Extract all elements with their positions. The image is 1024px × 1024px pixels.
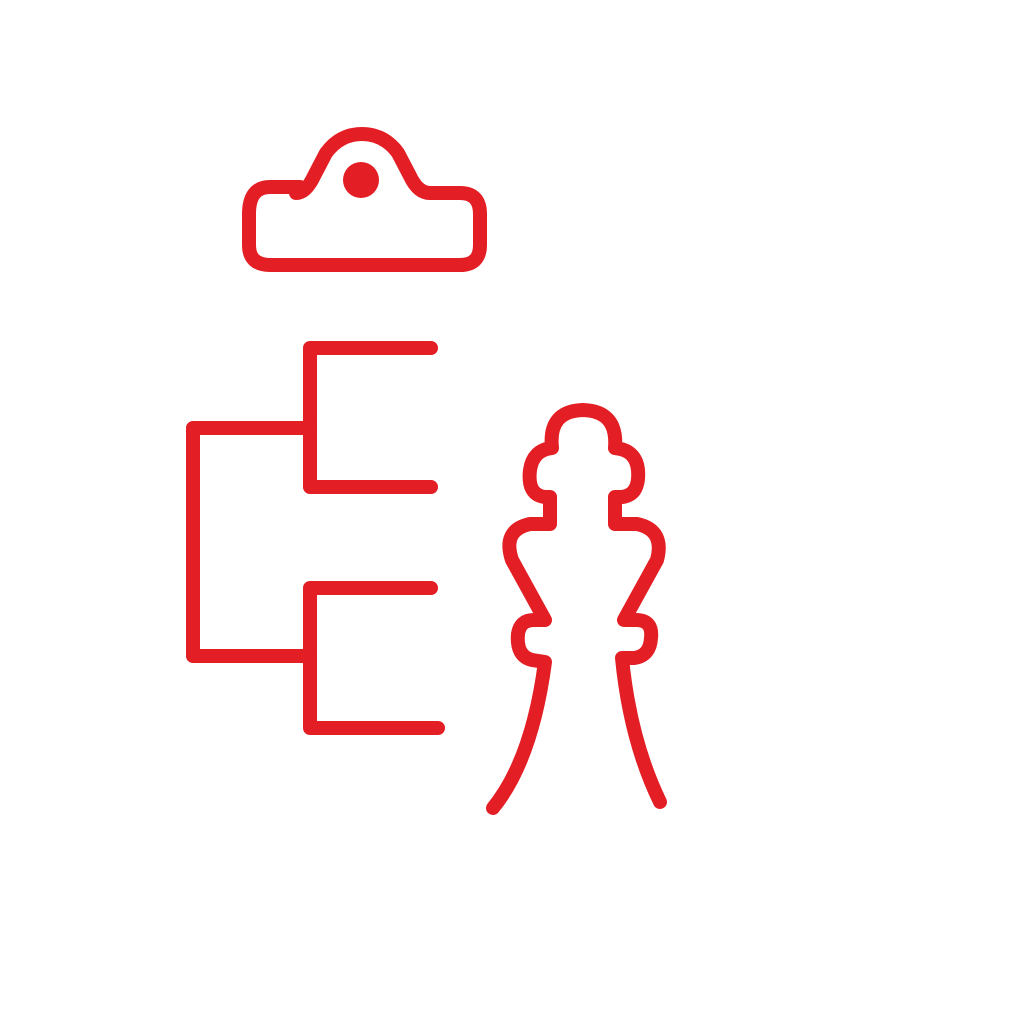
bracket-upper	[303, 341, 438, 494]
tournament-bracket-icon	[186, 341, 445, 735]
clip-hole	[343, 162, 379, 198]
bracket-final	[186, 421, 317, 663]
chess-piece-outline	[486, 403, 667, 815]
chess-king-icon	[486, 403, 667, 815]
bracket-lower	[303, 581, 445, 735]
clipboard-clip-icon	[242, 127, 487, 272]
clip-outline	[242, 127, 487, 272]
